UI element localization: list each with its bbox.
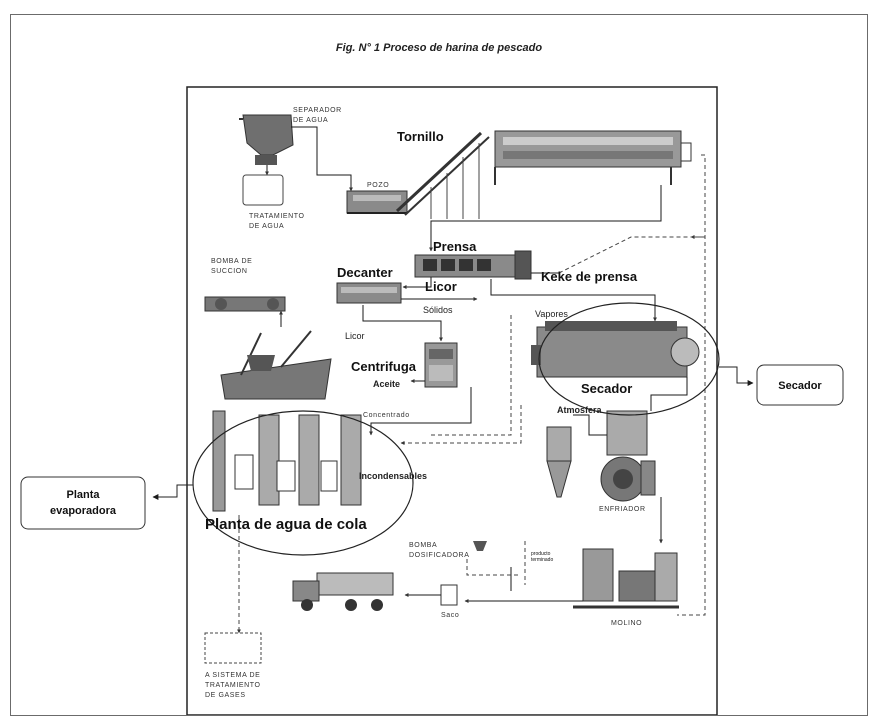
dryer-equipment [531,321,700,378]
secador-label: Secador [581,381,632,396]
cooler-equipment [600,410,656,502]
gas-treatment-box [204,632,262,664]
planta-callout-label-2: evaporadora [50,505,117,517]
dosing-pump-equipment [473,541,487,551]
producto-label-2: terminado [531,557,553,563]
evaporator-highlight-ellipse [192,410,414,556]
solidos-label: Sólidos [423,305,453,315]
bomba-succion-label-2: SUCCION [211,268,247,275]
prensa-label: Prensa [433,239,477,254]
figure-title: Fig. N° 1 Proceso de harina de pescado [336,42,542,54]
well-conveyor-equipment [346,190,408,214]
tornillo-label: Tornillo [397,129,444,144]
evaporator-columns-equipment [212,410,362,512]
bag-equipment [440,584,458,606]
water-treatment-tank [242,174,284,206]
centrifuga-label: Centrifuga [351,359,417,374]
flow-lines [265,126,688,603]
secador-callout-label: Secador [778,380,822,392]
enfriador-label: ENFRIADOR [599,506,646,513]
tratamiento-label-1: TRATAMIENTO [249,213,305,220]
figure-frame: Fig. N° 1 Proceso de harina de pescado [10,14,868,716]
dryer-highlight-ellipse [538,302,720,416]
planta-callout-label-1: Planta [66,489,100,501]
gases-label-1: A SISTEMA DE [205,672,260,679]
water-separator-equipment [239,114,294,165]
bomba-dosif-label-2: DOSIFICADORA [409,552,469,559]
keke-label: Keke de prensa [541,269,638,284]
decanter-label: Decanter [337,265,393,280]
separador-label-2: DE AGUA [293,117,328,124]
tratamiento-label-2: DE AGUA [249,223,284,230]
suction-pump-equipment [204,296,286,312]
cyclone-equipment [546,426,572,498]
pozo-label: POZO [367,182,389,189]
truck-image [292,572,394,611]
gases-label-3: DE GASES [205,692,246,699]
screw-conveyor-equipment [395,131,490,219]
licor-label-2: Licor [345,331,365,341]
centrifuge-equipment [424,342,458,388]
callout-connectors [152,366,754,500]
producto-label-1: producto [531,551,551,557]
fishing-boat-image [220,330,332,400]
process-box [186,86,718,715]
planta-evaporadora-callout-box [20,476,146,530]
press-equipment [414,250,532,280]
incondensables-label: Incondensables [359,471,427,481]
secador-callout-box [756,364,844,406]
mill-equipment [573,548,679,609]
vapores-label: Vapores [535,309,568,319]
bomba-succion-label-1: BOMBA DE [211,258,252,265]
gases-label-2: TRATAMIENTO [205,682,261,689]
decanter-equipment [336,282,402,304]
separador-label-1: SEPARADOR [293,107,342,114]
fish-meal-process-diagram: Fig. N° 1 Proceso de harina de pescado [20,42,844,715]
saco-label: Saco [441,612,459,619]
dashed-flow-lines [237,154,706,634]
concentrado-label: Concentrado [363,412,410,419]
bomba-dosif-label-1: BOMBA [409,542,437,549]
cooker-equipment [494,130,692,185]
atmosfera-label: Atmosfera [557,405,603,415]
licor-label-1: Licor [425,279,457,294]
aceite-label: Aceite [373,379,400,389]
planta-agua-cola-label: Planta de agua de cola [205,516,367,533]
molino-label: MOLINO [611,620,642,627]
